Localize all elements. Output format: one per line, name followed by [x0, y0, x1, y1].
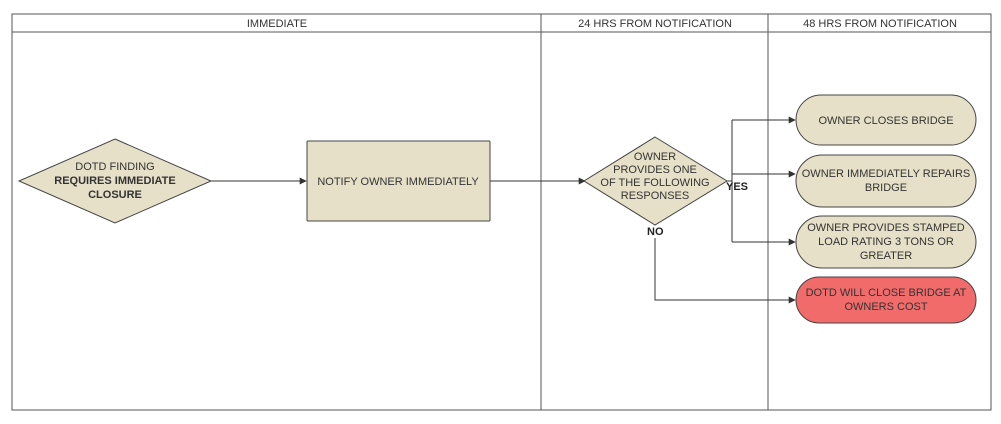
- edge-label-yes: YES: [726, 181, 748, 193]
- lane-title-24hrs: 24 HRS FROM NOTIFICATION: [578, 18, 732, 30]
- owner-provides-line1: OWNER: [634, 151, 676, 163]
- process-notify-owner: NOTIFY OWNER IMMEDIATELY: [306, 140, 491, 222]
- swimlane-48hrs: 48 HRS FROM NOTIFICATION: [767, 13, 992, 411]
- edge-label-no: NO: [647, 226, 664, 238]
- owner-repairs-line1: OWNER IMMEDIATELY REPAIRS: [802, 168, 971, 180]
- lane-title-48hrs: 48 HRS FROM NOTIFICATION: [803, 18, 957, 30]
- owner-provides-line3: OF THE FOLLOWING: [600, 177, 709, 189]
- notify-owner-label: NOTIFY OWNER IMMEDIATELY: [317, 176, 479, 188]
- terminal-owner-load-rating: OWNER PROVIDES STAMPED LOAD RATING 3 TON…: [795, 215, 977, 269]
- edge-no-to-dotd-close: [654, 238, 796, 304]
- owner-provides-line2: PROVIDES ONE: [613, 164, 697, 176]
- decision-dotd-finding: DOTD FINDING REQUIRES IMMEDIATE CLOSURE: [17, 138, 213, 224]
- owner-load-rating-line1: OWNER PROVIDES STAMPED: [807, 222, 965, 234]
- connectors: [211, 116, 796, 304]
- owner-load-rating-line3: GREATER: [860, 250, 912, 262]
- owner-closes-label: OWNER CLOSES BRIDGE: [818, 115, 953, 127]
- terminal-owner-repairs: OWNER IMMEDIATELY REPAIRS BRIDGE: [795, 154, 977, 208]
- terminal-dotd-close: DOTD WILL CLOSE BRIDGE AT OWNERS COST: [795, 276, 977, 324]
- owner-provides-line4: RESPONSES: [621, 190, 689, 202]
- dotd-finding-line2: REQUIRES IMMEDIATE: [54, 175, 175, 187]
- dotd-finding-line3: CLOSURE: [88, 189, 142, 201]
- decision-owner-provides: OWNER PROVIDES ONE OF THE FOLLOWING RESP…: [583, 136, 728, 226]
- lane-title-immediate: IMMEDIATE: [247, 18, 307, 30]
- owner-load-rating-line2: LOAD RATING 3 TONS OR: [818, 236, 954, 248]
- dotd-close-line1: DOTD WILL CLOSE BRIDGE AT: [806, 287, 967, 299]
- owner-repairs-line2: BRIDGE: [865, 182, 907, 194]
- terminal-owner-closes: OWNER CLOSES BRIDGE: [795, 94, 977, 146]
- dotd-close-line2: OWNERS COST: [844, 301, 927, 313]
- dotd-finding-line1: DOTD FINDING: [75, 161, 154, 173]
